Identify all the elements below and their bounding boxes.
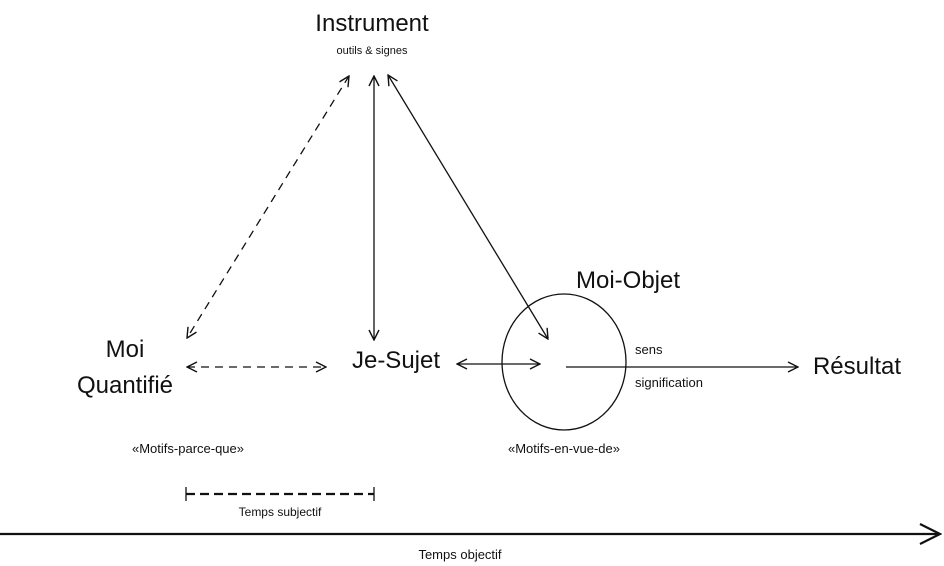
motifs-en-vue-de-caption: «Motifs-en-vue-de» bbox=[508, 441, 620, 456]
signification-label: signification bbox=[635, 375, 703, 390]
motifs-parce-que-caption: «Motifs-parce-que» bbox=[132, 441, 244, 456]
temps-subjectif-label: Temps subjectif bbox=[239, 505, 322, 519]
moi-objet-circle bbox=[501, 293, 627, 431]
instrument-title: Instrument bbox=[315, 10, 429, 37]
moi-quantifie-line1: Moi bbox=[106, 336, 145, 363]
instrument-moi-quantifie-dashed-arrow bbox=[187, 76, 349, 338]
sens-label: sens bbox=[635, 342, 663, 357]
instrument-moi-objet-arrow bbox=[388, 75, 548, 339]
moi-quantifie-line2: Quantifié bbox=[77, 372, 173, 399]
temps-objectif-label: Temps objectif bbox=[418, 547, 501, 562]
instrument-subtitle: outils & signes bbox=[337, 45, 408, 57]
je-sujet-label: Je-Sujet bbox=[352, 347, 440, 374]
moi-objet-label: Moi-Objet bbox=[576, 267, 680, 294]
resultat-label: Résultat bbox=[813, 353, 901, 380]
